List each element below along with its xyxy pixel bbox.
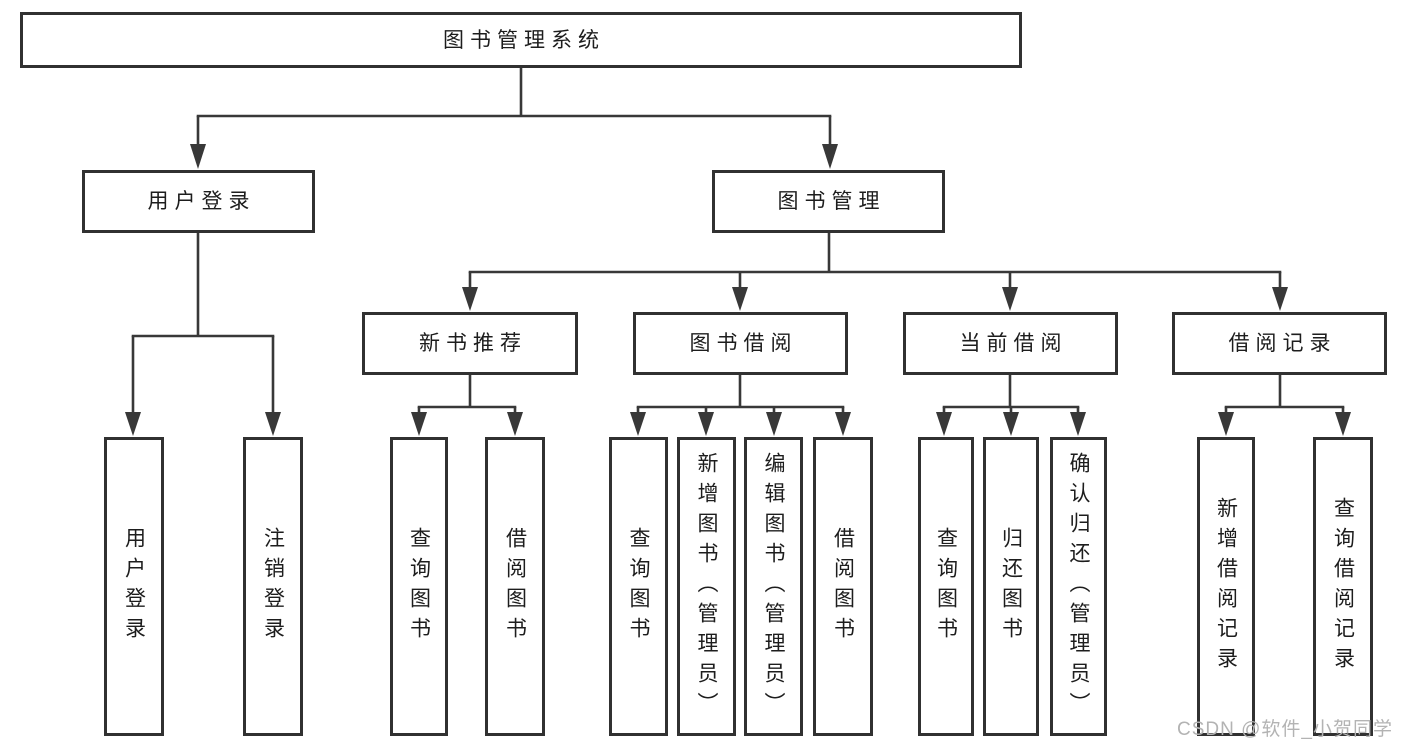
- node-current-borrow: 当前借阅: [903, 312, 1118, 375]
- leaf-edit-book-admin-label: 编辑图书（管理员）: [762, 451, 785, 722]
- leaf-recommend-query-book: 查询图书: [390, 437, 448, 736]
- leaf-recommend-query-book-label: 查询图书: [407, 526, 431, 647]
- node-borrow-record-label: 借阅记录: [1228, 332, 1337, 355]
- leaf-confirm-return-admin: 确认归还（管理员）: [1050, 437, 1107, 736]
- leaf-borrow-query-book-label: 查询图书: [627, 526, 650, 647]
- leaf-query-borrow-record-label: 查询借阅记录: [1331, 496, 1355, 677]
- leaf-query-borrow-record: 查询借阅记录: [1313, 437, 1373, 736]
- leaf-borrow-book-label: 借阅图书: [831, 526, 855, 647]
- leaf-return-book-label: 归还图书: [999, 526, 1023, 647]
- node-user-login: 用户登录: [82, 170, 315, 233]
- leaf-user-login-label: 用户登录: [122, 526, 146, 647]
- leaf-current-query-book: 查询图书: [918, 437, 974, 736]
- leaf-add-borrow-record-label: 新增借阅记录: [1214, 496, 1238, 677]
- node-new-book-recommend-label: 新书推荐: [419, 332, 527, 355]
- node-library-system-label: 图书管理系统: [443, 28, 605, 52]
- leaf-logout: 注销登录: [243, 437, 303, 736]
- leaf-borrow-query-book: 查询图书: [609, 437, 668, 736]
- leaf-edit-book-admin: 编辑图书（管理员）: [744, 437, 803, 736]
- arrowheads: [125, 144, 1351, 436]
- node-book-borrow: 图书借阅: [633, 312, 848, 375]
- leaf-user-login: 用户登录: [104, 437, 164, 736]
- leaf-return-book: 归还图书: [983, 437, 1039, 736]
- node-borrow-record: 借阅记录: [1172, 312, 1387, 375]
- node-book-management: 图书管理: [712, 170, 945, 233]
- leaf-recommend-borrow-book: 借阅图书: [485, 437, 545, 736]
- node-book-borrow-label: 图书借阅: [689, 332, 798, 355]
- node-book-management-label: 图书管理: [777, 190, 886, 213]
- node-current-borrow-label: 当前借阅: [959, 332, 1068, 355]
- leaf-add-book-admin: 新增图书（管理员）: [677, 437, 736, 736]
- leaf-logout-label: 注销登录: [261, 526, 285, 647]
- leaf-add-borrow-record: 新增借阅记录: [1197, 437, 1255, 736]
- node-new-book-recommend: 新书推荐: [362, 312, 578, 375]
- leaf-current-query-book-label: 查询图书: [934, 526, 958, 647]
- leaf-confirm-return-admin-label: 确认归还（管理员）: [1067, 451, 1090, 722]
- node-user-login-label: 用户登录: [147, 190, 256, 213]
- leaf-borrow-book: 借阅图书: [813, 437, 873, 736]
- watermark: CSDN @软件_小贺同学: [1177, 719, 1393, 740]
- leaf-recommend-borrow-book-label: 借阅图书: [503, 526, 527, 647]
- node-library-system: 图书管理系统: [20, 12, 1022, 68]
- leaf-add-book-admin-label: 新增图书（管理员）: [695, 451, 718, 722]
